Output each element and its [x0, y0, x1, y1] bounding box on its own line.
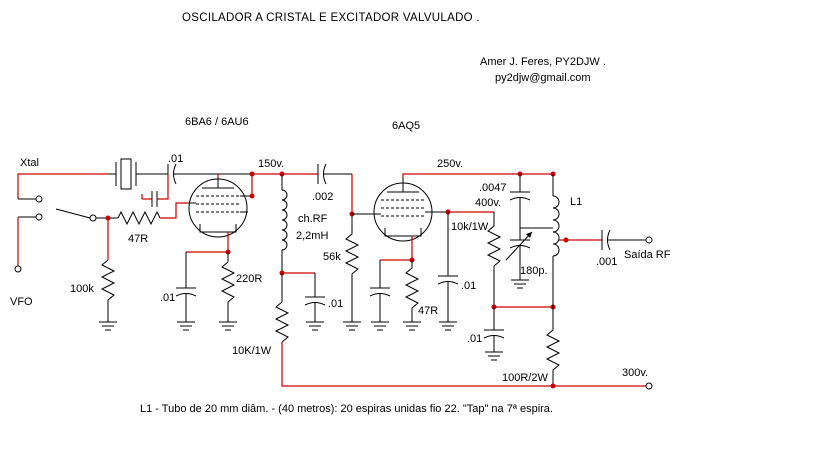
coil-l1 [552, 174, 560, 307]
coil-note: L1 - Tubo de 20 mm diâm. - (40 metros): … [140, 403, 553, 415]
v150-label: 150v. [258, 158, 284, 170]
choke-value: 2,2mH [296, 230, 328, 242]
diagram-title: OSCILADOR A CRISTAL E EXCITADOR VALVULAD… [182, 12, 480, 24]
resistor-screen [486, 212, 502, 307]
oscillator-tube-label: 6BA6 / 6AU6 [185, 116, 249, 128]
v300-label: 300v. [622, 367, 648, 379]
author-name: Amer J. Feres, PY2DJW . [480, 56, 606, 68]
c-out-value: .001 [596, 256, 617, 268]
r-220r-value: 220R [236, 273, 262, 285]
c-tank-value: .0047 [479, 182, 507, 194]
feedback-capacitor [141, 174, 169, 207]
resistor-10k-drop [274, 273, 290, 343]
capacitor-tank [509, 174, 531, 228]
amplifier-tube [373, 178, 448, 242]
capacitor-c1 [167, 163, 252, 185]
capacitor-coupling [282, 163, 352, 185]
capacitor-bypass [483, 307, 505, 361]
c-var-value: 180p. [520, 265, 548, 277]
r-47r-value: 47R [128, 233, 148, 245]
c-bypass-value: .01 [467, 333, 482, 345]
crystal-symbol [108, 158, 168, 190]
c-tank-voltage: 400v. [475, 197, 501, 209]
choke-label: ch.RF [298, 213, 328, 225]
capacitor-output [601, 229, 653, 251]
resistor-100k [99, 218, 117, 331]
resistor-47r-amp [403, 260, 421, 331]
c-choke-value: .01 [328, 298, 343, 310]
variable-capacitor [505, 227, 553, 289]
c-screen-value: .01 [461, 280, 476, 292]
resistor-220r [219, 252, 237, 331]
v250-label: 250v. [437, 158, 463, 170]
amplifier-tube-label: 6AQ5 [392, 120, 420, 132]
capacitor-screen [437, 212, 459, 331]
capacitor-choke-bypass [304, 273, 326, 331]
r-drop-value: 10K/1W [232, 345, 272, 357]
r-plate-value: 100R/2W [502, 372, 548, 384]
resistor-47r [117, 202, 188, 226]
capacitor-cathode-osc [175, 252, 197, 331]
resistor-56k [343, 214, 361, 331]
author-email: py2djw@gmail.com [495, 72, 591, 84]
xtal-label: Xtal [20, 157, 39, 169]
coil-label: L1 [570, 196, 582, 208]
resistor-plate [545, 307, 561, 386]
rf-output-label: Saída RF [624, 249, 671, 261]
input-switch-section [14, 173, 118, 273]
vfo-label: VFO [10, 296, 33, 308]
selector-switch-blade [55, 208, 91, 219]
oscillator-tube [188, 178, 252, 238]
r-screen-value: 10k/1W [451, 221, 489, 233]
r-56k-value: 56k [323, 251, 341, 263]
capacitor-cathode-amp [369, 260, 391, 331]
c-cathode-osc-value: .01 [160, 292, 175, 304]
rf-choke [281, 174, 288, 273]
r-47r-amp-value: 47R [418, 305, 438, 317]
r-100k-value: 100k [70, 283, 94, 295]
c-coupling-value: .002 [312, 191, 333, 203]
c1-value: .01 [168, 153, 183, 165]
